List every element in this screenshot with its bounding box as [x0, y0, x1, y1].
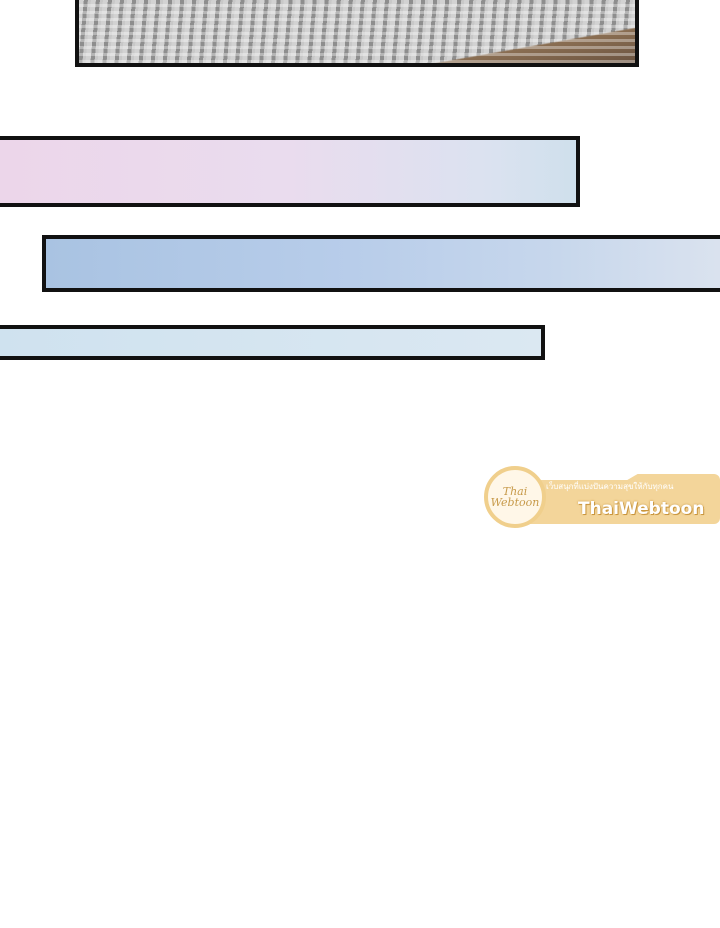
newspaper-panel — [75, 0, 639, 67]
watermark-tagline: เว็บสนุกที่แบ่งปันความสุขให้กับทุกคน — [546, 482, 674, 491]
watermark-name: ThaiWebtoon — [578, 499, 705, 519]
watermark-logo: Thai Webtoon — [484, 466, 546, 528]
pink-sky-panel — [0, 136, 580, 207]
blue-sky-panel — [42, 235, 720, 292]
watermark-band — [514, 474, 720, 524]
newspaper-page — [79, 0, 635, 63]
pale-sky-panel — [0, 325, 545, 360]
thaiwebtoon-watermark: Thai Webtoon เว็บสนุกที่แบ่งปันความสุขให… — [474, 466, 720, 532]
